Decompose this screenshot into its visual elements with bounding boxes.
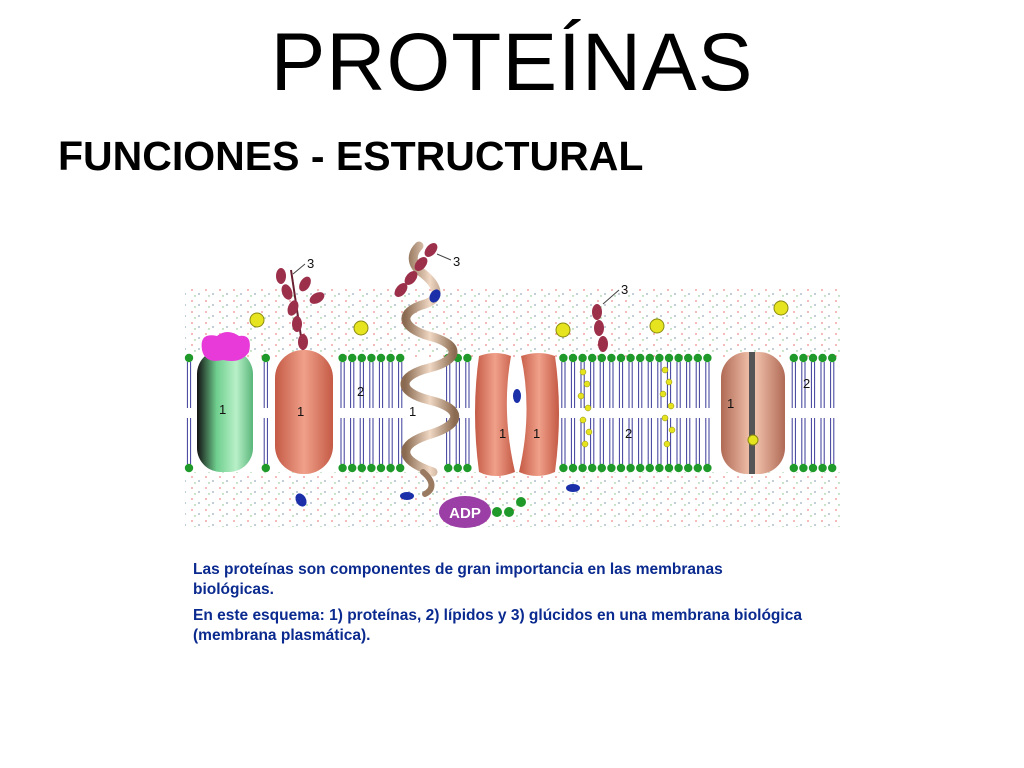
lipid-head	[261, 353, 270, 363]
lipid-head	[588, 463, 597, 473]
lipid-head	[828, 353, 837, 363]
label-protein-1d: 1	[499, 426, 506, 441]
lipid-head	[674, 463, 683, 473]
blue-molecules	[295, 289, 580, 507]
caption-box: Las proteínas son componentes de gran im…	[160, 560, 805, 660]
lipid-head	[636, 463, 645, 473]
lipid-head	[597, 463, 606, 473]
protein-pore	[721, 352, 785, 474]
label-protein-1b: 1	[297, 404, 304, 419]
label-glycan-3b: 3	[453, 254, 460, 269]
lipid-head	[684, 353, 693, 363]
lipid-head	[693, 353, 702, 363]
lipid-head	[396, 353, 405, 363]
caption-line-2: En este esquema: 1) proteínas, 2) lípido…	[193, 607, 802, 644]
caption-line-1: Las proteínas son componentes de gran im…	[193, 561, 723, 598]
lipid-head	[367, 463, 376, 473]
label-lipid-2b: 2	[625, 426, 632, 441]
yellow-molecules	[249, 300, 789, 446]
lipid-head	[376, 353, 386, 363]
lipid-head	[799, 353, 808, 363]
lipid-head	[828, 463, 837, 473]
lipid-head	[655, 353, 664, 363]
lipid-head	[684, 463, 693, 473]
lipid-head	[357, 463, 366, 473]
label-protein-1e: 1	[533, 426, 540, 441]
lipid-head	[376, 463, 386, 473]
lipid-head	[463, 353, 472, 363]
lipid-head	[338, 353, 347, 363]
lipid-head	[703, 353, 712, 363]
lipid-head	[261, 463, 270, 473]
lipid-head	[703, 463, 712, 473]
lipid-head	[626, 463, 635, 473]
protein-alpha-helix	[400, 241, 460, 497]
page-subtitle: FUNCIONES - ESTRUCTURAL	[58, 133, 644, 179]
lipid-head	[808, 353, 818, 363]
lipid-head	[338, 463, 347, 473]
label-lipid-2c: 2	[803, 376, 810, 391]
lipid-head	[463, 463, 472, 473]
lipid-head	[655, 463, 664, 473]
lipid-head	[444, 463, 453, 473]
lipid-head	[568, 353, 578, 363]
lipid-head	[616, 353, 626, 363]
protein-salmon-1	[275, 350, 333, 474]
lipid-bilayer	[184, 353, 837, 473]
svg-text:ADP: ADP	[449, 505, 481, 522]
lipid-head	[559, 353, 568, 363]
lipid-head	[818, 463, 827, 473]
lipid-head	[568, 463, 578, 473]
lipid-head	[799, 463, 808, 473]
lipid-head	[607, 463, 616, 473]
lipid-head	[559, 463, 568, 473]
cholesterol-chain	[577, 366, 676, 448]
adp-molecule: ADP	[439, 496, 526, 528]
lipid-head	[386, 463, 395, 473]
lipid-head	[789, 463, 798, 473]
intracellular-zone	[185, 472, 840, 527]
lipid-head	[357, 353, 366, 363]
lipid-head	[645, 463, 654, 473]
lipid-head	[588, 353, 597, 363]
lipid-head	[348, 463, 357, 473]
lipid-head	[578, 353, 587, 363]
protein-channel-pair	[475, 353, 559, 476]
lipid-head	[818, 353, 827, 363]
lipid-head	[789, 353, 798, 363]
page-title: PROTEÍNAS	[270, 17, 754, 108]
lipid-head	[578, 463, 587, 473]
lipid-head	[607, 353, 616, 363]
label-glycan-3a: 3	[307, 256, 314, 271]
lipid-head	[184, 353, 194, 363]
label-protein-1f: 1	[727, 396, 734, 411]
protein-green	[197, 332, 253, 472]
lipid-head	[645, 353, 654, 363]
lipid-head	[664, 353, 674, 363]
lipid-head	[453, 463, 462, 473]
label-leaders	[292, 253, 620, 305]
lipid-head	[386, 353, 395, 363]
label-glycan-3c: 3	[621, 282, 628, 297]
membrane-diagram: ADP 1 1 1 1 1 1 2 2 2 3 3 3	[184, 241, 840, 528]
lipid-head	[674, 353, 683, 363]
lipid-head	[616, 463, 626, 473]
glycan-chain-1	[276, 268, 325, 351]
glycan-chain-3	[592, 304, 608, 352]
lipid-head	[348, 353, 357, 363]
lipid-head	[626, 353, 635, 363]
lipid-head	[396, 463, 405, 473]
extracellular-zone	[185, 287, 840, 359]
lipid-head	[367, 353, 376, 363]
lipid-head	[636, 353, 645, 363]
label-protein-1a: 1	[219, 402, 226, 417]
lipid-head	[693, 463, 702, 473]
label-lipid-2a: 2	[357, 384, 364, 399]
lipid-head	[808, 463, 818, 473]
label-protein-1c: 1	[409, 404, 416, 419]
lipid-head	[597, 353, 606, 363]
glycan-chain-2	[394, 243, 438, 297]
lipid-head	[664, 463, 674, 473]
lipid-head	[184, 463, 194, 473]
